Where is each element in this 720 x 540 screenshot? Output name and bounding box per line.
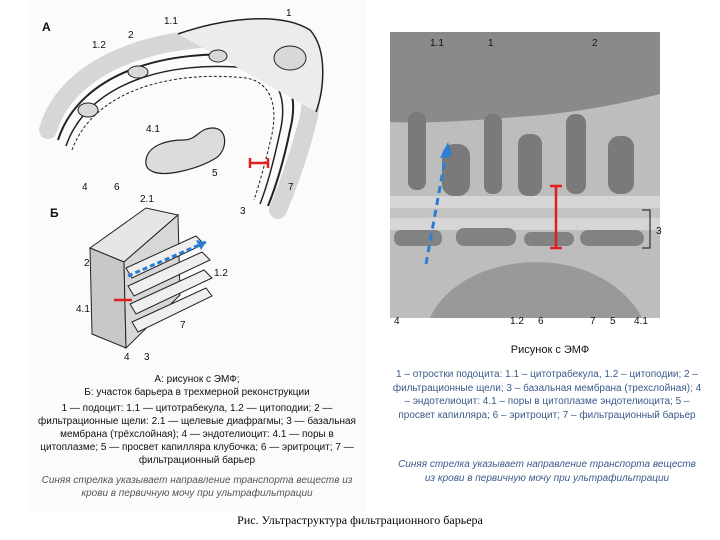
figure-caption: Рис. Ультраструктура фильтрационного бар…: [237, 513, 483, 527]
callout-a-7: 7: [288, 182, 294, 193]
left-caption-body: 1 — подоцит: 1.1 — цитотрабекула, 1.2 — …: [38, 403, 356, 466]
em-callout-3: 3: [656, 226, 662, 237]
em-callout-4: 4: [394, 316, 400, 327]
em-callout-1: 1: [488, 38, 494, 49]
callout-a-1-1: 1.1: [164, 16, 178, 27]
em-callout-5: 5: [610, 316, 616, 327]
em-callout-4-1: 4.1: [634, 316, 648, 327]
em-figure-title: Рисунок с ЭМФ: [510, 344, 590, 356]
callout-b-2-1: 2.1: [140, 194, 154, 205]
panel-b-label: Б: [50, 206, 59, 220]
left-caption-title-2: Б: участок барьера в трехмерной реконстр…: [84, 387, 310, 398]
callout-a-4: 4: [82, 182, 88, 193]
callout-b-1-2: 1.2: [214, 268, 228, 279]
em-callout-2: 2: [592, 38, 598, 49]
left-caption-note: Синяя стрелка указывает направление тран…: [41, 475, 353, 499]
left-figure-panel: А Б 1 1.1 1.2 2 4.1 4 6 5 7 3 2.1 2 1.2 …: [28, 0, 366, 512]
right-caption-body: 1 – отростки подоцита: 1.1 – цитотрабеку…: [392, 369, 702, 421]
panel-a-drawing: [39, 17, 324, 219]
callout-a-4-1: 4.1: [146, 124, 160, 135]
em-callout-7: 7: [590, 316, 596, 327]
em-callout-1-1: 1.1: [430, 38, 444, 49]
em-callout-6: 6: [538, 316, 544, 327]
panel-b-drawing: [88, 207, 213, 350]
em-photo-drawing: [390, 32, 660, 318]
panel-a-label: А: [42, 20, 51, 34]
right-caption-note: Синяя стрелка указывает направление тран…: [398, 459, 696, 484]
callout-b-3: 3: [144, 352, 150, 363]
left-caption-title-1: А: рисунок с ЭМФ;: [154, 374, 240, 385]
callout-a-2: 2: [128, 30, 134, 41]
callout-b-4-1: 4.1: [76, 304, 90, 315]
callout-a-6: 6: [114, 182, 120, 193]
right-figure-panel: 1.1 1 2 3 4 1.2 6 7 5 4.1 Рисунок с ЭМФ …: [380, 24, 712, 502]
em-callout-1-2: 1.2: [510, 316, 524, 327]
callout-b-4: 4: [124, 352, 130, 363]
callout-a-1-2: 1.2: [92, 40, 106, 51]
callout-a-5: 5: [212, 168, 218, 179]
schematic-drawing: [39, 17, 324, 350]
callout-a-3: 3: [240, 206, 246, 217]
callout-b-7: 7: [180, 320, 186, 331]
callout-a-1: 1: [286, 8, 292, 19]
callout-b-2: 2: [84, 258, 90, 269]
